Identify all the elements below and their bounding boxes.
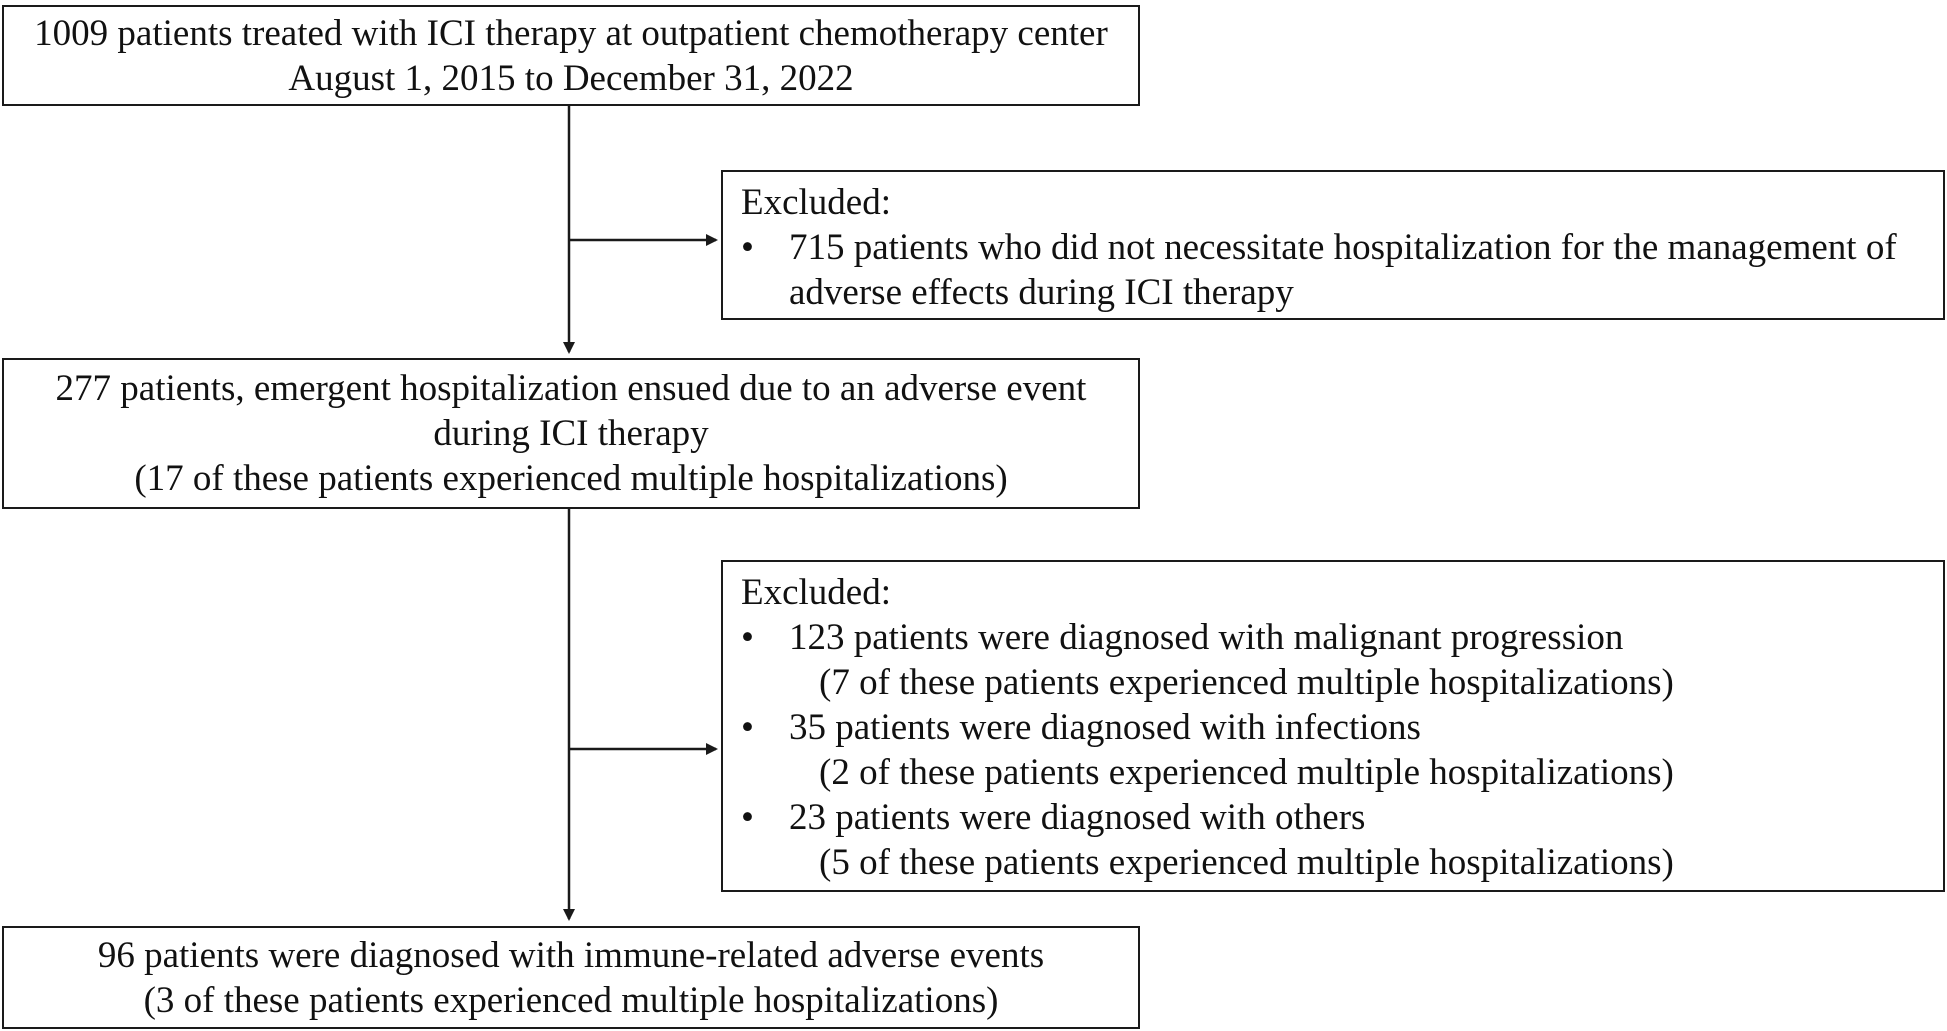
- bullet-icon: •: [741, 617, 754, 658]
- exclusion-2-heading: Excluded:: [741, 572, 892, 613]
- box-irae-cohort: 96 patients were diagnosed with immune-r…: [2, 926, 1140, 1029]
- box-hospitalized-line-1: 277 patients, emergent hospitalization e…: [55, 368, 1087, 409]
- exclusion-2-item-1-sub: (7 of these patients experienced multipl…: [819, 662, 1674, 703]
- box-hospitalized-cohort: 277 patients, emergent hospitalization e…: [2, 358, 1140, 509]
- box-initial-cohort-line-1: 1009 patients treated with ICI therapy a…: [34, 12, 1108, 54]
- exclusion-1-item-line-2: adverse effects during ICI therapy: [789, 272, 1294, 313]
- bullet-icon: •: [741, 797, 754, 838]
- exclusion-box-1: Excluded: • 715 patients who did not nec…: [721, 170, 1945, 320]
- box-irae-line-1: 96 patients were diagnosed with immune-r…: [97, 934, 1045, 976]
- box-hospitalized-line-3: (17 of these patients experienced multip…: [134, 458, 1008, 499]
- box-irae-line-2: (3 of these patients experienced multipl…: [143, 979, 999, 1021]
- exclusion-2-item-3-sub: (5 of these patients experienced multipl…: [819, 842, 1674, 883]
- exclusion-2-item-3-main: 23 patients were diagnosed with others: [789, 797, 1366, 838]
- exclusion-2-item-2-sub: (2 of these patients experienced multipl…: [819, 752, 1674, 793]
- exclusion-1-item: • 715 patients who did not necessitate h…: [741, 225, 1925, 315]
- bullet-icon: •: [741, 227, 754, 268]
- exclusion-2-item-infections: • 35 patients were diagnosed with infect…: [741, 705, 1925, 795]
- exclusion-2-item-2-main: 35 patients were diagnosed with infectio…: [789, 707, 1421, 748]
- exclusion-2-item-1-main: 123 patients were diagnosed with maligna…: [789, 617, 1624, 658]
- box-hospitalized-line-2: during ICI therapy: [433, 413, 709, 454]
- exclusion-2-item-others: • 23 patients were diagnosed with others…: [741, 795, 1925, 885]
- exclusion-1-item-line-1: 715 patients who did not necessitate hos…: [789, 227, 1897, 268]
- exclusion-1-heading: Excluded:: [741, 182, 892, 223]
- box-initial-cohort-line-2: August 1, 2015 to December 31, 2022: [288, 57, 854, 99]
- exclusion-2-item-malignant: • 123 patients were diagnosed with malig…: [741, 615, 1925, 705]
- bullet-icon: •: [741, 707, 754, 748]
- box-initial-cohort: 1009 patients treated with ICI therapy a…: [2, 5, 1140, 106]
- exclusion-box-2: Excluded: • 123 patients were diagnosed …: [721, 560, 1945, 892]
